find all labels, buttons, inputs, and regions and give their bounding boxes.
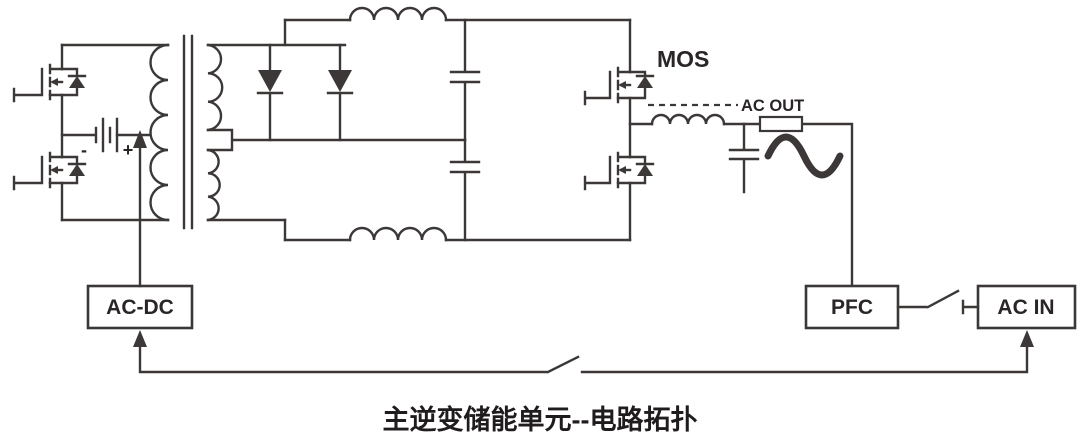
left-fet1-channel <box>48 63 64 101</box>
mos2-channel <box>616 151 632 189</box>
diode2-icon <box>328 70 352 92</box>
feedback-switch-blade <box>546 355 580 374</box>
output-line <box>722 122 854 288</box>
diode1-leads <box>256 43 284 142</box>
feedback-line-left <box>138 345 548 374</box>
acdc-up-arrow-icon <box>133 130 147 148</box>
battery-plus-label: + <box>123 140 134 160</box>
mos2-gate <box>583 155 612 191</box>
feedback-line-right <box>580 345 1029 374</box>
ac-out-label: AC OUT <box>741 97 804 115</box>
acdc-feedback-arrow-icon <box>133 330 147 347</box>
bus-rails <box>283 6 632 242</box>
inverter-mosfets: MOS <box>583 18 709 242</box>
secondary-winding-2 <box>206 148 221 222</box>
battery-long-plates <box>101 117 119 153</box>
bottom-inductor <box>348 226 448 242</box>
output-capacitor <box>728 122 760 194</box>
left-fet2-channel <box>48 151 64 189</box>
battery: - + <box>60 117 152 160</box>
transformer <box>149 34 467 230</box>
mos1-gate <box>583 70 612 106</box>
ac-dc-label: AC-DC <box>106 296 174 319</box>
diode2-leads <box>326 43 354 142</box>
left-fet1-body-diode-icon <box>69 76 85 88</box>
mos2-body-diode-icon <box>637 164 653 176</box>
mos1-arrow-icon <box>618 81 626 89</box>
left-fet1-gate <box>12 67 44 103</box>
mos1-channel <box>616 66 632 104</box>
left-fet1-source-lead <box>48 93 64 159</box>
pfc-acin-switch-blade <box>926 289 960 309</box>
ac-dc-box <box>86 284 194 330</box>
transformer-core <box>182 34 194 230</box>
left-mosfet-pair <box>12 0 618 222</box>
top-inductor <box>348 6 448 22</box>
function-boxes: AC-DC PFC AC IN <box>86 284 1077 330</box>
acin-feedback-arrow-icon <box>1020 330 1034 347</box>
mos2-source-lead <box>616 181 632 242</box>
pfc-label: PFC <box>831 296 873 319</box>
output-filter: AC OUT <box>628 97 854 288</box>
secondary-winding-1 <box>206 43 224 132</box>
capacitor-top <box>449 18 481 142</box>
capacitor-bottom <box>449 138 481 242</box>
diode1-icon <box>258 70 282 92</box>
left-fet2-body-diode-icon <box>69 164 85 176</box>
left-fet2-source-lead <box>48 181 64 222</box>
diagram-caption: 主逆变储能单元--电路拓扑 <box>383 404 698 435</box>
left-fet1-body-diode <box>60 67 87 97</box>
mos2-arrow-icon <box>618 166 626 174</box>
left-fet2-arrow-icon <box>50 166 58 174</box>
primary-rails <box>60 43 170 222</box>
pfc-box <box>804 284 900 330</box>
primary-winding <box>149 43 170 222</box>
fuse-icon <box>758 115 804 133</box>
secondary-terminals <box>206 43 467 222</box>
mos1-source-lead <box>616 96 632 159</box>
interconnects <box>133 130 1034 374</box>
mos1-body-diode-icon <box>637 76 653 88</box>
sine-wave-icon <box>764 133 844 179</box>
left-fet1-arrow-icon <box>50 78 58 86</box>
mos-label: MOS <box>657 46 709 72</box>
ac-in-label: AC IN <box>997 296 1054 319</box>
left-fet2-gate <box>12 155 44 191</box>
battery-minus-label: - <box>81 140 87 160</box>
battery-short-plates <box>94 126 112 144</box>
acin-lead <box>961 299 980 315</box>
left-fet2-body-diode <box>60 155 87 185</box>
output-inductor <box>650 113 726 126</box>
rectifier-diodes <box>256 43 354 142</box>
bus-capacitors <box>449 18 481 242</box>
